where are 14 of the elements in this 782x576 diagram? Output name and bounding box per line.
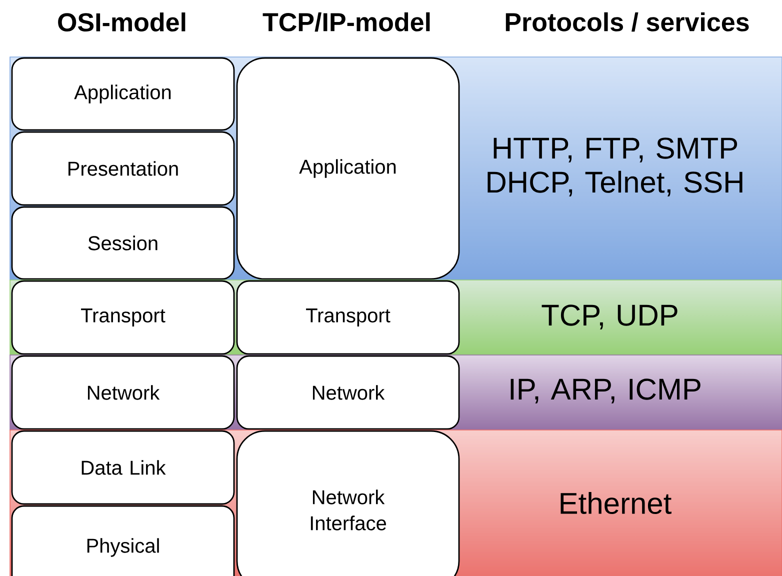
column-heading: Protocols / services [506,12,749,32]
column-heading: TCP/IP-model [262,12,430,32]
layer-box: Network [11,355,235,430]
layer-box: Application [11,57,235,131]
layer-box: Application [236,57,460,280]
layer-box: Transport [11,280,235,355]
column-heading: OSI-model [58,12,186,32]
layer-box: Session [11,206,235,280]
layer-box: Transport [236,280,460,355]
layer-box: Network Interface [236,430,460,576]
layer-box: Presentation [11,131,235,206]
layer-box: Network [236,355,460,430]
layer-box: Data Link [11,430,235,505]
layer-box: Physical [11,505,235,576]
